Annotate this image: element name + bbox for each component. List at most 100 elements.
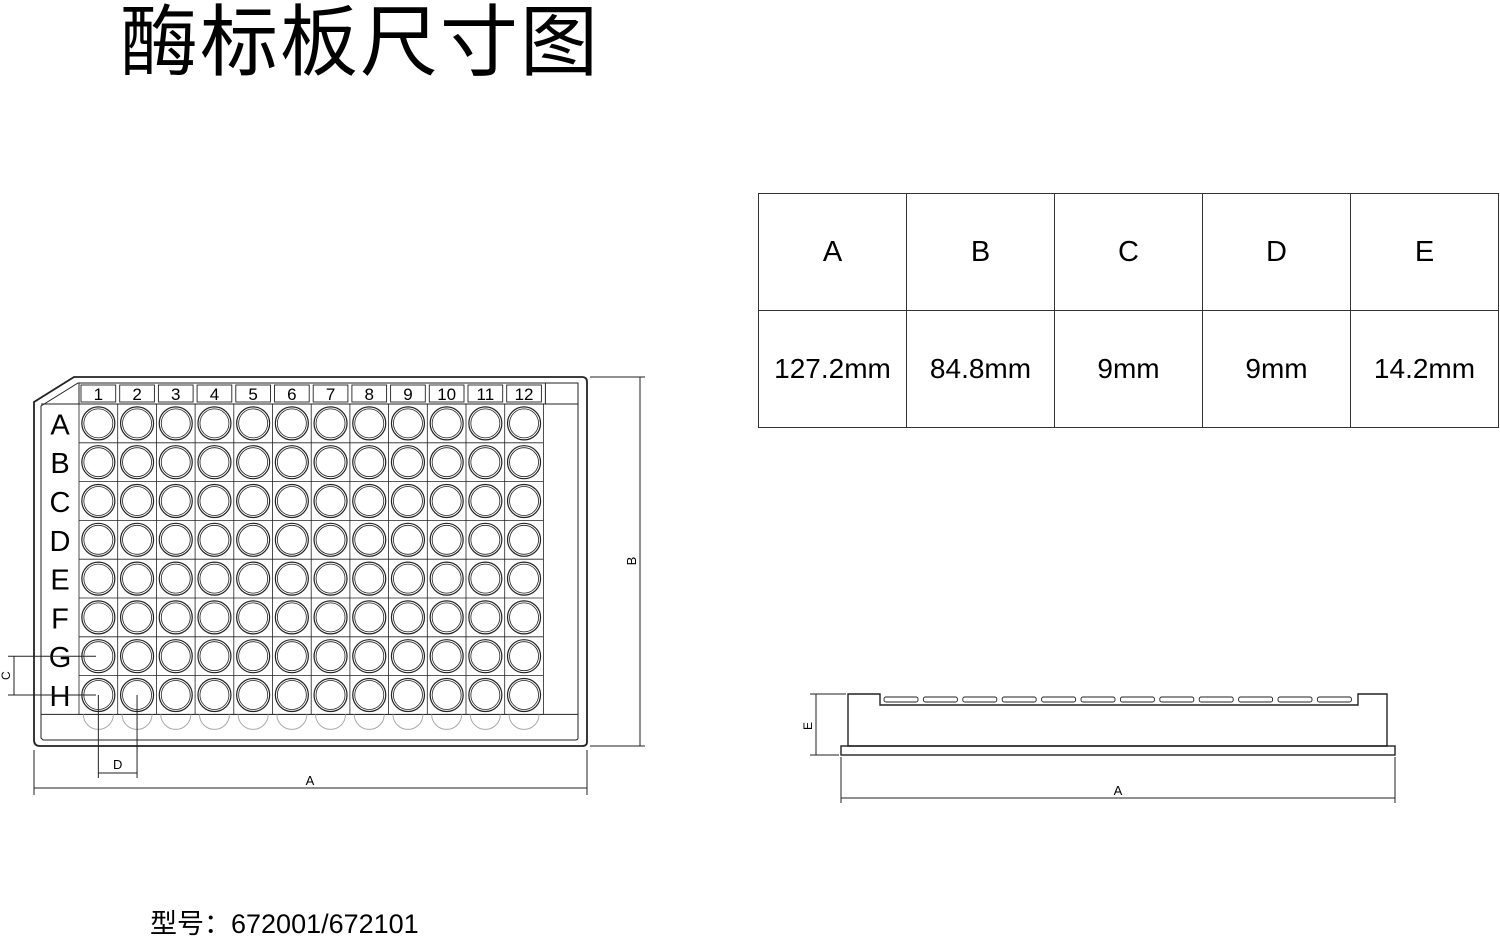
well-inner [160,602,191,633]
column-label-box [390,384,426,403]
well-inner [83,408,114,439]
well [506,406,542,441]
well-inner [83,486,114,516]
well [313,639,348,674]
well-inner [509,680,539,710]
well [158,677,193,713]
column-label: 3 [171,385,180,404]
well [274,600,309,635]
well [81,600,116,635]
well [468,406,503,441]
well-inner [122,641,152,672]
table-header-cell: E [1350,193,1499,311]
well-inner [122,408,152,439]
well-inner [160,486,191,516]
well [236,561,271,596]
table-value-cell: 14.2mm [1350,310,1499,428]
well-inner [122,524,152,555]
column-label: 2 [132,385,141,404]
well-inner [431,641,462,672]
row-label: A [50,409,70,441]
well-inner [354,408,385,439]
column-label: 9 [403,385,412,404]
well-inner [83,447,114,478]
well-inner [199,641,230,672]
well-inner [199,563,230,594]
well-inner [393,486,423,516]
well-inner [431,486,462,516]
well [119,445,155,480]
column-label-box [428,384,465,403]
well-inner [199,408,230,439]
well [158,406,193,441]
well [197,600,232,635]
well-inner [276,408,307,439]
well-inner [199,524,230,555]
well-shadow [198,714,230,730]
well [197,483,232,519]
well [274,445,309,480]
well [313,600,348,635]
well [352,677,387,713]
well [506,639,542,674]
table-header-cell: D [1202,193,1351,311]
well-inner [238,602,269,633]
table-header-cell: B [906,193,1055,311]
well-inner [83,524,114,555]
well [274,483,309,519]
well-inner [122,447,152,478]
well-inner [509,641,539,672]
page-title: 酶标板尺寸图 [120,0,601,88]
well [197,639,232,674]
well [197,522,232,557]
row-label: E [50,565,69,597]
well-inner [238,408,269,439]
side-well-top [1316,696,1352,703]
well [197,677,232,713]
well [352,483,387,519]
well [352,406,387,441]
well-inner [354,680,385,710]
well [313,445,348,480]
well-inner [315,486,346,516]
dimension-label-e: E [801,722,815,730]
column-label: 4 [210,385,219,404]
well-inner [122,486,152,516]
well-inner [276,524,307,555]
side-well-top [1238,696,1274,703]
well [506,561,542,596]
well [506,600,542,635]
well-inner [238,563,269,594]
well-inner [238,486,269,516]
well [390,561,426,596]
well-inner [470,486,501,516]
plate-outline [33,376,588,747]
side-well-top [962,696,998,703]
well [506,445,542,480]
column-label-box [157,384,194,403]
well [158,600,193,635]
well-inner [509,602,539,633]
plate-inner-outline [40,382,579,741]
well [468,483,503,519]
well [429,639,464,674]
table-value-row: 127.2mm 84.8mm 9mm 9mm 14.2mm [758,310,1499,428]
table-value-cell: 127.2mm [758,310,907,428]
well [197,561,232,596]
well [468,445,503,480]
well [313,406,348,441]
well-inner [276,563,307,594]
well [468,561,503,596]
well [506,483,542,519]
well-inner [509,524,539,555]
well-inner [470,641,501,672]
well [274,406,309,441]
row-label: G [49,642,72,674]
well [390,406,426,441]
column-label-box [80,384,117,403]
well [313,561,348,596]
side-well-top [1277,696,1313,703]
well-inner [199,680,230,710]
well [468,639,503,674]
side-well-top [1119,696,1155,703]
